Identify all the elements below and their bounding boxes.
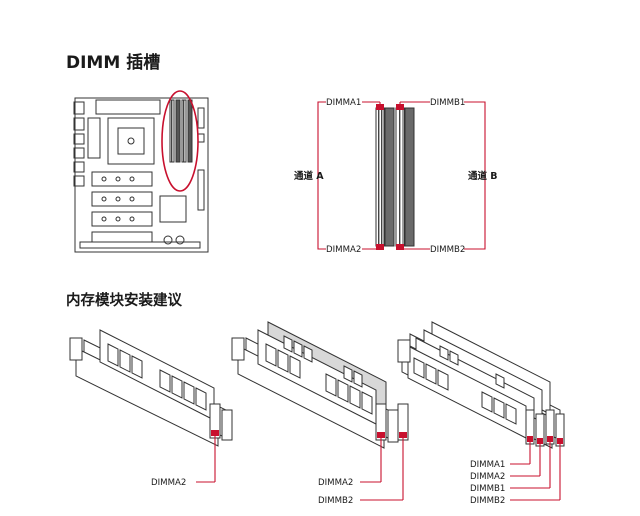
motherboard-diagram [73, 90, 209, 253]
config-four-modules: DIMMA1 DIMMA2 DIMMB1 DIMMB2 [397, 321, 565, 506]
label-channel-a: 通道 A [294, 170, 324, 182]
section-title-install-recommendation: 内存模块安装建议 [66, 293, 182, 309]
dimm-highlight-oval [161, 90, 199, 192]
label-channel-b: 通道 B [468, 170, 498, 182]
label-dimma2-bottom: DIMMA2 [326, 245, 361, 255]
dimm-slot-diagram: DIMMA1 DIMMB1 DIMMA2 DIMMB2 通道 A 通道 B [294, 98, 498, 255]
config2-label-dimma2: DIMMA2 [318, 478, 353, 488]
section-title-dimm-slots: DIMM 插槽 [66, 53, 161, 73]
label-dimma1-top: DIMMA1 [326, 98, 361, 108]
config-one-module: DIMMA2 [69, 329, 233, 488]
label-dimmb1-top: DIMMB1 [430, 98, 465, 108]
config3-label-dimmb2: DIMMB2 [470, 496, 505, 506]
config3-label-dimma2: DIMMA2 [470, 472, 505, 482]
label-dimmb2-bottom: DIMMB2 [430, 245, 465, 255]
config2-label-dimmb2: DIMMB2 [318, 496, 353, 506]
config1-label-dimma2: DIMMA2 [151, 478, 186, 488]
config3-label-dimma1: DIMMA1 [470, 460, 505, 470]
config-two-modules: DIMMA2 DIMMB2 [231, 321, 409, 506]
config3-label-dimmb1: DIMMB1 [470, 484, 505, 494]
